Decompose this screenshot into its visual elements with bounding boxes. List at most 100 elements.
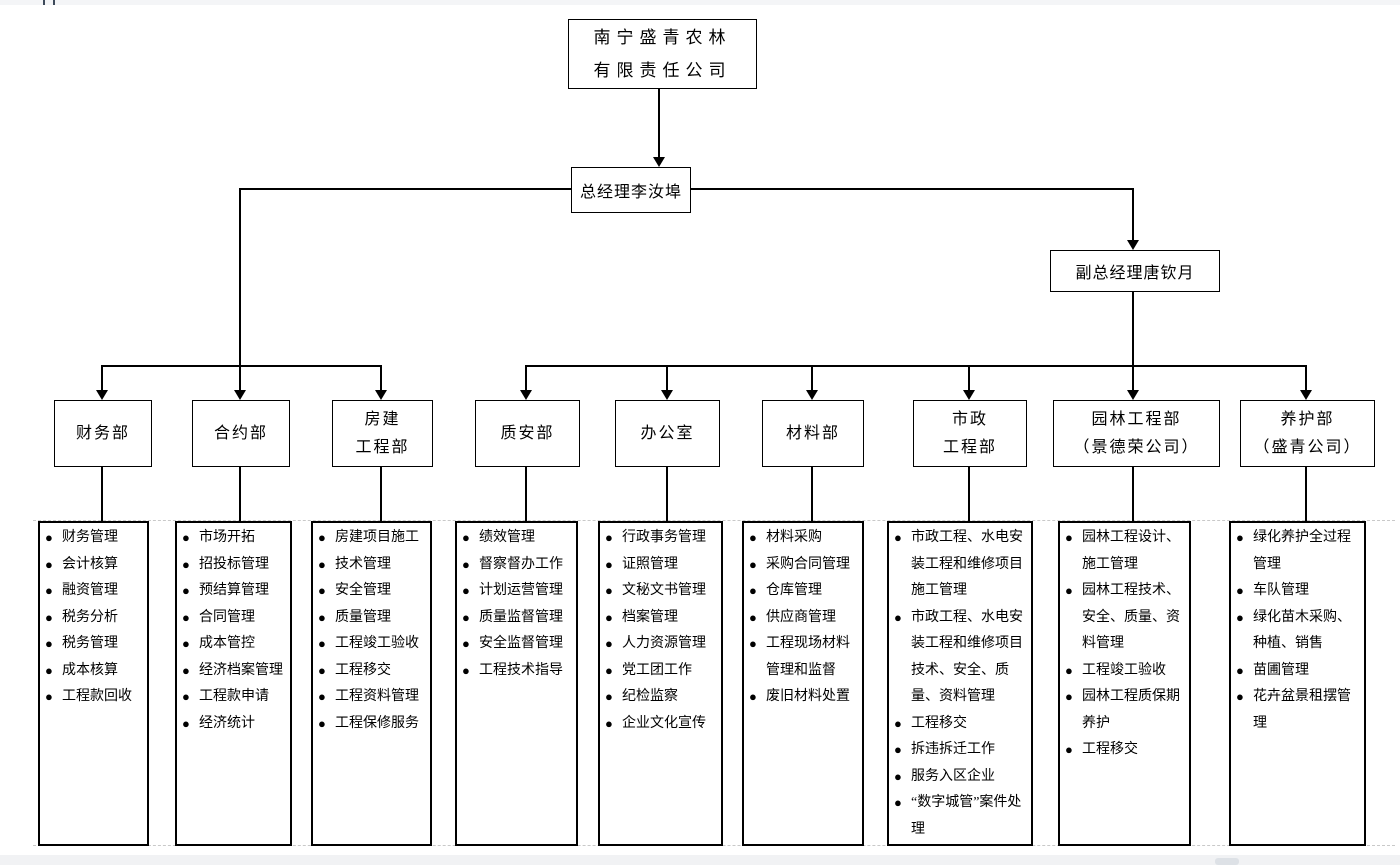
duty-item: ●采购合同管理 bbox=[749, 552, 860, 579]
bullet-icon: ● bbox=[605, 609, 613, 625]
duty-item: ●市场开拓 bbox=[182, 525, 288, 552]
bullet-icon: ● bbox=[45, 662, 53, 678]
connector-arrow bbox=[653, 157, 665, 167]
toolbar-icon[interactable] bbox=[43, 0, 55, 5]
duty-list-housing-construction: ● 房建项目施工 ● 技术管理 ●安全管理●质量管理●工程竣工验收 ● 工程移交 ● 工程资料管… bbox=[311, 521, 432, 846]
department-box-contracts: 合约部 bbox=[192, 400, 290, 467]
duty-text: 纪检监察 bbox=[622, 689, 678, 704]
department-name: 材料部 bbox=[785, 424, 840, 442]
duty-text: 园林工程设计、施工管理 bbox=[1082, 530, 1180, 572]
bullet-icon: ● bbox=[749, 556, 757, 572]
connector-arrow bbox=[806, 390, 818, 400]
company-name-line: 南宁盛青农林 bbox=[593, 28, 732, 47]
duty-item: ●党工团工作 bbox=[605, 658, 719, 685]
duty-text: 融资管理 bbox=[62, 583, 118, 598]
duty-text: 技术管理 bbox=[335, 556, 391, 572]
department-box-materials: 材料部 bbox=[762, 400, 864, 467]
duty-item: ●安全管理 bbox=[318, 578, 428, 605]
duty-item: ●税务分析 bbox=[45, 605, 145, 632]
duty-item: ●行政事务管理 bbox=[605, 525, 719, 552]
duty-item: ●税务管理 bbox=[45, 631, 145, 658]
connector-line bbox=[689, 188, 1134, 190]
duty-item: ●苗圃管理 bbox=[1236, 658, 1362, 685]
connector-line bbox=[525, 465, 527, 521]
duty-list-maintenance: ●绿化养护全过程管理●车队管理●绿化苗木采购、种植、销售●苗圃管理●花卉盆景租摆… bbox=[1229, 521, 1366, 846]
bullet-icon: ● bbox=[894, 715, 902, 731]
duty-item: ● 仓库管理 bbox=[749, 578, 860, 605]
duty-text: 合同管理 bbox=[199, 609, 255, 625]
duty-item: ●工程竣工验收 bbox=[1065, 658, 1187, 685]
connector-line bbox=[666, 465, 668, 521]
duty-item: ●工程款申请 bbox=[182, 684, 288, 711]
bullet-icon: ● bbox=[45, 689, 53, 704]
duty-item: ●材料采购 bbox=[749, 525, 860, 552]
connector-line bbox=[101, 365, 103, 391]
company-box: 南宁盛青农林 有限责任公司 bbox=[568, 19, 757, 89]
bullet-icon: ● bbox=[318, 530, 326, 545]
bullet-icon: ● bbox=[1236, 583, 1244, 598]
bullet-icon: ● bbox=[462, 636, 470, 651]
connector-line bbox=[1305, 465, 1307, 521]
bullet-icon: ● bbox=[182, 662, 190, 678]
bullet-icon: ● bbox=[894, 530, 902, 545]
department-name: （景德荣公司） bbox=[1073, 438, 1200, 456]
bullet-icon: ● bbox=[318, 689, 326, 704]
company-name-line: 有限责任公司 bbox=[593, 61, 732, 80]
duty-item: ●融资管理 bbox=[45, 578, 145, 605]
duty-item: ●证照管理 bbox=[605, 552, 719, 579]
duty-list-office: ●行政事务管理●证照管理●文秘文书管理●档案管理●人力资源管理●党工团工作●纪检… bbox=[598, 521, 723, 846]
duty-item: ●绿化苗木采购、种植、销售 bbox=[1236, 605, 1362, 658]
duty-item: ●供应商管理 bbox=[749, 605, 860, 632]
scrollbar-thumb[interactable] bbox=[1215, 858, 1239, 865]
duty-text: 党工团工作 bbox=[622, 662, 692, 678]
duty-text: 园林工程技术、安全、质量、资料管理 bbox=[1082, 583, 1180, 651]
bullet-icon: ● bbox=[1065, 742, 1073, 757]
duty-list-landscape-engineering: ●园林工程设计、施工管理●园林工程技术、安全、质量、资料管理●工程竣工验收●园林… bbox=[1058, 521, 1191, 846]
duty-text: 工程移交 bbox=[911, 715, 967, 731]
duty-text: 成本核算 bbox=[62, 662, 118, 678]
duty-text: 车队管理 bbox=[1253, 583, 1309, 598]
duty-text: 拆违拆迁工作 bbox=[911, 742, 995, 757]
duty-text: 苗圃管理 bbox=[1253, 662, 1309, 678]
duty-text: 证照管理 bbox=[622, 556, 678, 572]
bullet-icon: ● bbox=[749, 689, 757, 704]
duty-item: ●招投标管理 bbox=[182, 552, 288, 579]
duty-item: ●质量管理 bbox=[318, 605, 428, 632]
bottom-status-strip bbox=[0, 855, 1400, 865]
department-name: 合约部 bbox=[213, 424, 268, 442]
duty-text: 预结算管理 bbox=[199, 583, 269, 598]
duty-item: ●财务管理 bbox=[45, 525, 145, 552]
duty-item: ●企业文化宣传 bbox=[605, 711, 719, 738]
duty-text: 工程保修服务 bbox=[335, 715, 419, 731]
bullet-icon: ● bbox=[1236, 530, 1244, 545]
general-manager-box: 总经理李汝埠 bbox=[571, 167, 691, 213]
duty-item: ●人力资源管理 bbox=[605, 631, 719, 658]
bullet-icon: ● bbox=[318, 715, 326, 731]
connector-line bbox=[239, 465, 241, 521]
bullet-icon: ● bbox=[182, 609, 190, 625]
duty-item: ●工程竣工验收 bbox=[318, 631, 428, 658]
duty-text: 工程款回收 bbox=[62, 689, 132, 704]
duty-text: 仓库管理 bbox=[766, 583, 822, 598]
duty-text: 工程资料管理 bbox=[335, 689, 419, 704]
bullet-icon: ● bbox=[749, 583, 757, 598]
duty-text: 房建项目施工 bbox=[335, 530, 419, 545]
bullet-icon: ● bbox=[182, 530, 190, 545]
bullet-icon: ● bbox=[318, 583, 326, 598]
bullet-icon: ● bbox=[182, 715, 190, 731]
department-name: 工程部 bbox=[355, 438, 410, 456]
duty-text: 工程移交 bbox=[335, 662, 391, 678]
department-box-landscape-engineering: 园林工程部 （景德荣公司） bbox=[1053, 400, 1220, 467]
bullet-icon: ● bbox=[1236, 609, 1244, 625]
bullet-icon: ● bbox=[318, 556, 326, 572]
department-name: 工程部 bbox=[942, 438, 997, 456]
bullet-icon: ● bbox=[318, 662, 326, 678]
connector-line bbox=[1132, 365, 1134, 391]
duty-item: ●会计核算 bbox=[45, 552, 145, 579]
duty-text: 工程技术指导 bbox=[479, 662, 563, 678]
department-name: 园林工程部 bbox=[1091, 410, 1182, 428]
bullet-icon: ● bbox=[462, 609, 470, 625]
bullet-icon: ● bbox=[45, 609, 53, 625]
duty-text: 税务管理 bbox=[62, 636, 118, 651]
duty-item: ●质量监督管理 bbox=[462, 605, 574, 632]
